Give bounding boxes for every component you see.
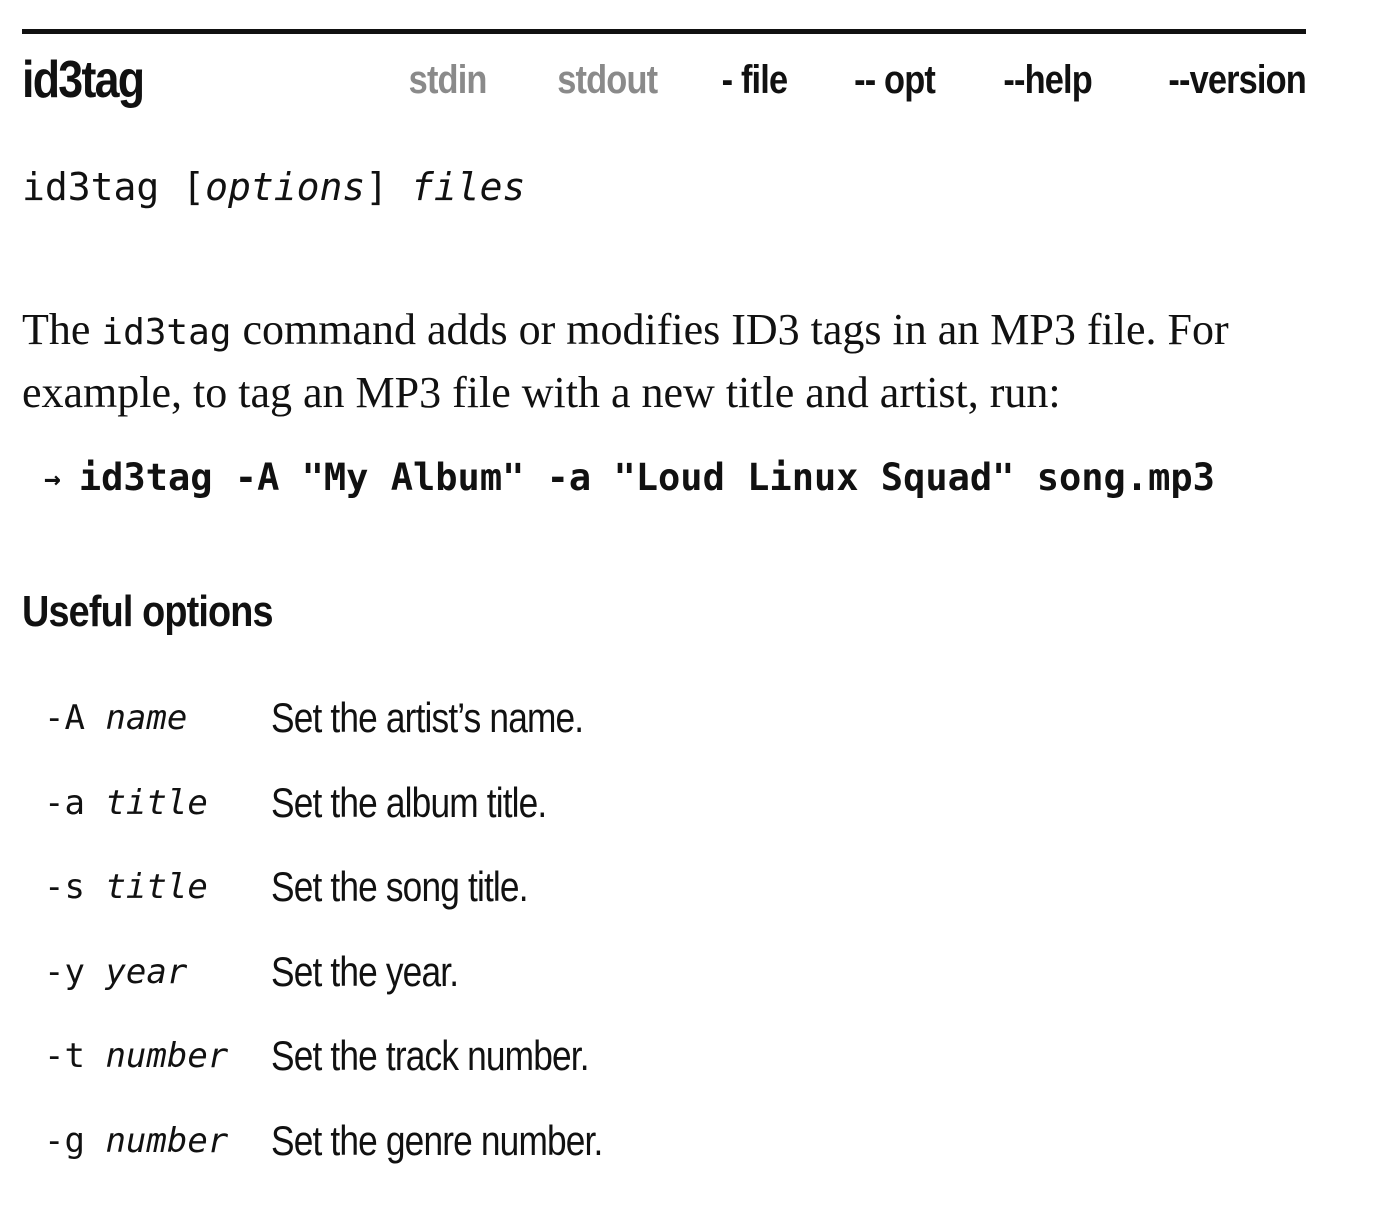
- option-name: -a title: [44, 775, 271, 831]
- manual-page: id3tag stdin stdout - file -- opt --help…: [22, 0, 1307, 1222]
- description-part2: command adds or modifies ID3 tags in an …: [22, 305, 1229, 417]
- option-row: -g number Set the genre number.: [44, 1113, 666, 1198]
- option-arg: number: [105, 1036, 229, 1076]
- option-flag: -y: [44, 951, 85, 992]
- option-name: -y year: [44, 944, 271, 1000]
- option-row: -A name Set the artist’s name.: [44, 690, 666, 775]
- synopsis-command: id3tag: [22, 165, 160, 209]
- option-name: -s title: [44, 859, 271, 915]
- flag-opt: -- opt: [854, 58, 936, 102]
- option-arg: title: [105, 867, 208, 907]
- description-paragraph: The id3tag command adds or modifies ID3 …: [22, 300, 1322, 423]
- option-flag: -A: [44, 698, 85, 738]
- option-arg: title: [105, 782, 208, 823]
- arrow-icon: →: [44, 462, 61, 495]
- option-description: Set the song title.: [271, 863, 528, 910]
- example-command: → id3tag -A "My Album" -a "Loud Linux Squ…: [44, 456, 1215, 500]
- option-flag: -g: [44, 1120, 85, 1161]
- flag-version: --version: [1168, 58, 1306, 102]
- option-row: -y year Set the year.: [44, 944, 666, 1029]
- top-rule: [22, 29, 1306, 34]
- option-description: Set the track number.: [271, 1032, 590, 1079]
- synopsis: id3tag [options] files: [22, 165, 525, 211]
- option-flag: -s: [44, 867, 85, 907]
- option-flag: -t: [44, 1036, 85, 1076]
- option-flag: -a: [44, 782, 85, 823]
- example-command-text: id3tag -A "My Album" -a "Loud Linux Squa…: [78, 456, 1215, 499]
- option-name: -t number: [44, 1028, 271, 1084]
- synopsis-close-bracket: ]: [365, 165, 389, 209]
- option-row: -t number Set the track number.: [44, 1028, 666, 1113]
- option-row: -s title Set the song title.: [44, 859, 666, 944]
- option-row: -a title Set the album title.: [44, 775, 666, 860]
- synopsis-options: options: [205, 165, 366, 209]
- synopsis-open-bracket: [: [182, 165, 206, 209]
- options-heading: Useful options: [22, 587, 274, 636]
- io-flags: stdin stdout - file -- opt --help --vers…: [396, 58, 1307, 102]
- option-description: Set the artist’s name.: [271, 694, 584, 741]
- option-description: Set the album title.: [271, 778, 547, 826]
- description-part1: The: [22, 305, 102, 354]
- description-command: id3tag: [101, 312, 232, 353]
- option-arg: name: [105, 698, 188, 738]
- flag-help: --help: [1003, 58, 1093, 102]
- option-description: Set the genre number.: [271, 1116, 603, 1164]
- command-title: id3tag: [22, 51, 145, 109]
- flag-stdin: stdin: [408, 58, 488, 102]
- option-name: -A name: [44, 690, 271, 746]
- option-name: -g number: [44, 1113, 271, 1169]
- option-description: Set the year.: [271, 947, 459, 995]
- flag-stdout: stdout: [557, 58, 658, 102]
- option-arg: number: [105, 1120, 229, 1161]
- synopsis-files: files: [411, 165, 526, 209]
- flag-file: - file: [721, 58, 788, 102]
- options-list: -A name Set the artist’s name. -a title …: [44, 690, 666, 1197]
- option-arg: year: [105, 951, 188, 992]
